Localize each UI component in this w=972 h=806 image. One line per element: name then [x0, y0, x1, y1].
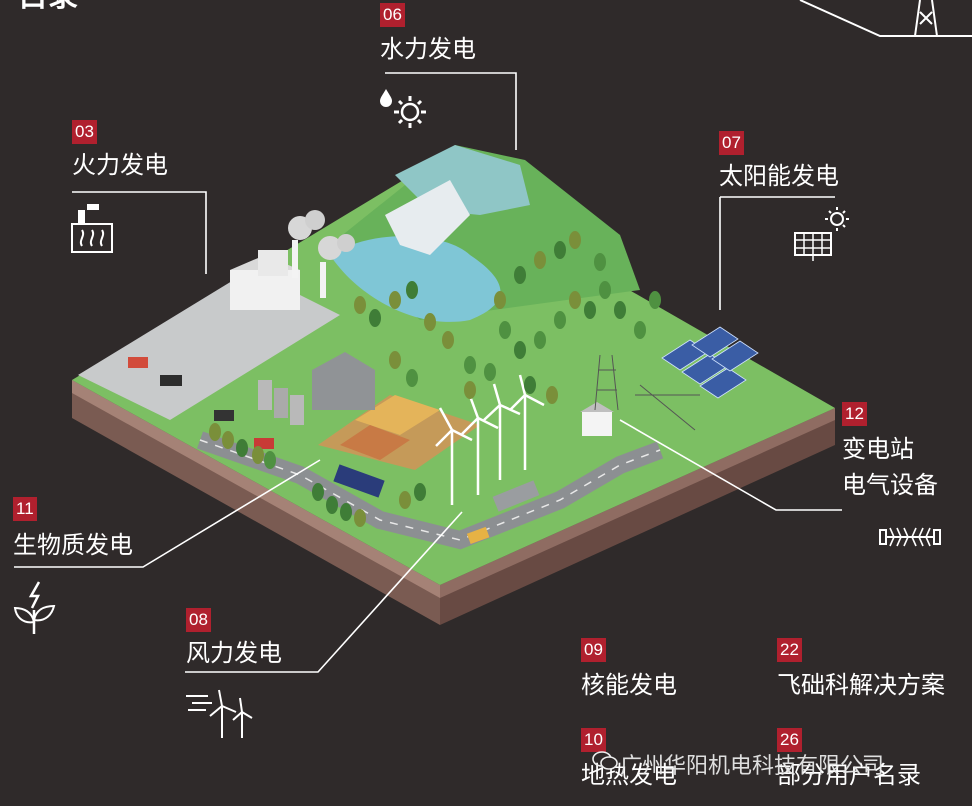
tree — [546, 386, 558, 404]
tree — [464, 356, 476, 374]
tree — [406, 281, 418, 299]
tree — [222, 431, 234, 449]
tree — [534, 331, 546, 349]
tree — [414, 483, 426, 501]
tree — [406, 369, 418, 387]
badge-customers: 26 — [777, 728, 802, 752]
tree — [340, 503, 352, 521]
trees-group — [209, 231, 661, 527]
tree — [649, 291, 661, 309]
tree — [354, 509, 366, 527]
tree — [494, 291, 506, 309]
badge-nuclear: 09 — [581, 638, 606, 662]
tree — [594, 253, 606, 271]
tree — [369, 309, 381, 327]
badge-solar: 07 — [719, 131, 744, 155]
tree — [399, 491, 411, 509]
tree — [424, 313, 436, 331]
tree — [389, 351, 401, 369]
label-thermal[interactable]: 火力发电 — [72, 151, 168, 179]
tree — [312, 483, 324, 501]
solar-panel-icon — [794, 207, 849, 261]
tree — [252, 446, 264, 464]
label-hydro[interactable]: 水力发电 — [380, 35, 476, 63]
label-biomass[interactable]: 生物质发电 — [13, 531, 133, 559]
label-wind[interactable]: 风力发电 — [186, 639, 282, 667]
tree — [554, 311, 566, 329]
watermark-text: 广州华阳机电科技有限公司 — [620, 754, 885, 779]
tree — [484, 363, 496, 381]
tree — [464, 381, 476, 399]
label-substation[interactable]: 变电站 — [842, 435, 914, 463]
badge-thermal: 03 — [72, 120, 97, 144]
label-solutions[interactable]: 飞础科解决方案 — [777, 671, 945, 699]
tree — [524, 376, 536, 394]
wind-turbine-icon — [186, 689, 253, 738]
leaf-bolt-icon — [13, 581, 56, 634]
wechat-icon — [592, 751, 618, 770]
tree — [209, 423, 221, 441]
tree — [236, 439, 248, 457]
badge-wind: 08 — [186, 608, 211, 632]
factory-heat-icon — [71, 204, 113, 253]
tree — [554, 241, 566, 259]
water-gear-icon — [380, 89, 426, 128]
tree — [514, 266, 526, 284]
tree — [534, 251, 546, 269]
tree — [569, 231, 581, 249]
tree — [354, 296, 366, 314]
label-substation-line2[interactable]: 电气设备 — [842, 471, 938, 499]
badge-solutions: 22 — [777, 638, 802, 662]
tree — [514, 341, 526, 359]
tree — [584, 301, 596, 319]
badge-hydro: 06 — [380, 3, 405, 27]
badge-geothermal: 10 — [581, 728, 606, 752]
tree — [599, 281, 611, 299]
badge-substation: 12 — [842, 402, 867, 426]
pylon-corner-decoration — [799, 0, 972, 37]
badge-biomass: 11 — [13, 497, 37, 521]
tree — [264, 451, 276, 469]
tree — [326, 496, 338, 514]
tree — [614, 301, 626, 319]
label-nuclear[interactable]: 核能发电 — [581, 671, 677, 699]
tree — [442, 331, 454, 349]
tree — [634, 321, 646, 339]
tree — [389, 291, 401, 309]
label-solar[interactable]: 太阳能发电 — [719, 162, 839, 190]
tree — [569, 291, 581, 309]
label-customers[interactable]: 部分用户名录 — [777, 761, 921, 789]
insulator-icon — [879, 527, 941, 547]
corner-title: 目录 — [18, 0, 78, 14]
tree — [499, 321, 511, 339]
